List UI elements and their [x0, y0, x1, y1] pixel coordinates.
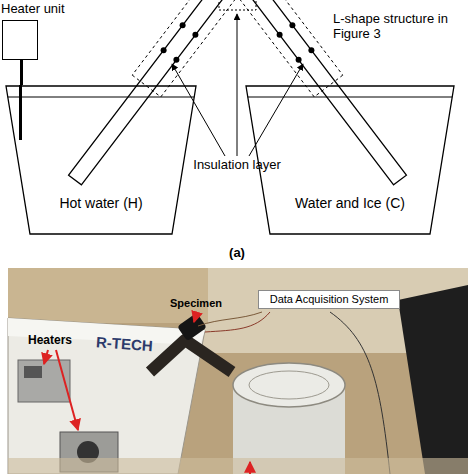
l-shape-outline — [132, 0, 239, 97]
node-text: Data Acquisition System — [259, 293, 399, 306]
lab-photo — [8, 268, 468, 474]
heater-wire — [20, 60, 23, 85]
hot-water-bucket: Hot water (H) — [5, 85, 197, 235]
node-text: Hot water (H) — [5, 195, 197, 211]
l-shape-outline — [236, 0, 343, 97]
structure-note: L-shape structure in Figure 3 — [333, 12, 451, 42]
bucket-shape — [6, 86, 196, 234]
insulation-joint — [219, 0, 256, 10]
brand-text: R-TECH — [95, 333, 176, 356]
specimen-label: Specimen — [170, 297, 230, 310]
node-text: Heater unit — [1, 2, 65, 17]
node-text: Water and Ice (C) — [245, 195, 455, 211]
water-line — [248, 97, 452, 98]
leader-arrow — [249, 64, 303, 156]
heaters-label: Heaters — [28, 334, 88, 348]
water-line — [8, 97, 194, 98]
bucket-outline — [5, 85, 197, 235]
insulation-label: Insulation layer — [182, 158, 292, 173]
heater-unit-box: Heater unit — [2, 20, 38, 60]
heater-element — [19, 85, 22, 140]
subfigure-label: (a) — [222, 246, 252, 261]
leader-arrow — [172, 64, 225, 156]
leader-arrow — [237, 14, 238, 156]
data-acquisition-box: Data Acquisition System — [258, 290, 400, 309]
